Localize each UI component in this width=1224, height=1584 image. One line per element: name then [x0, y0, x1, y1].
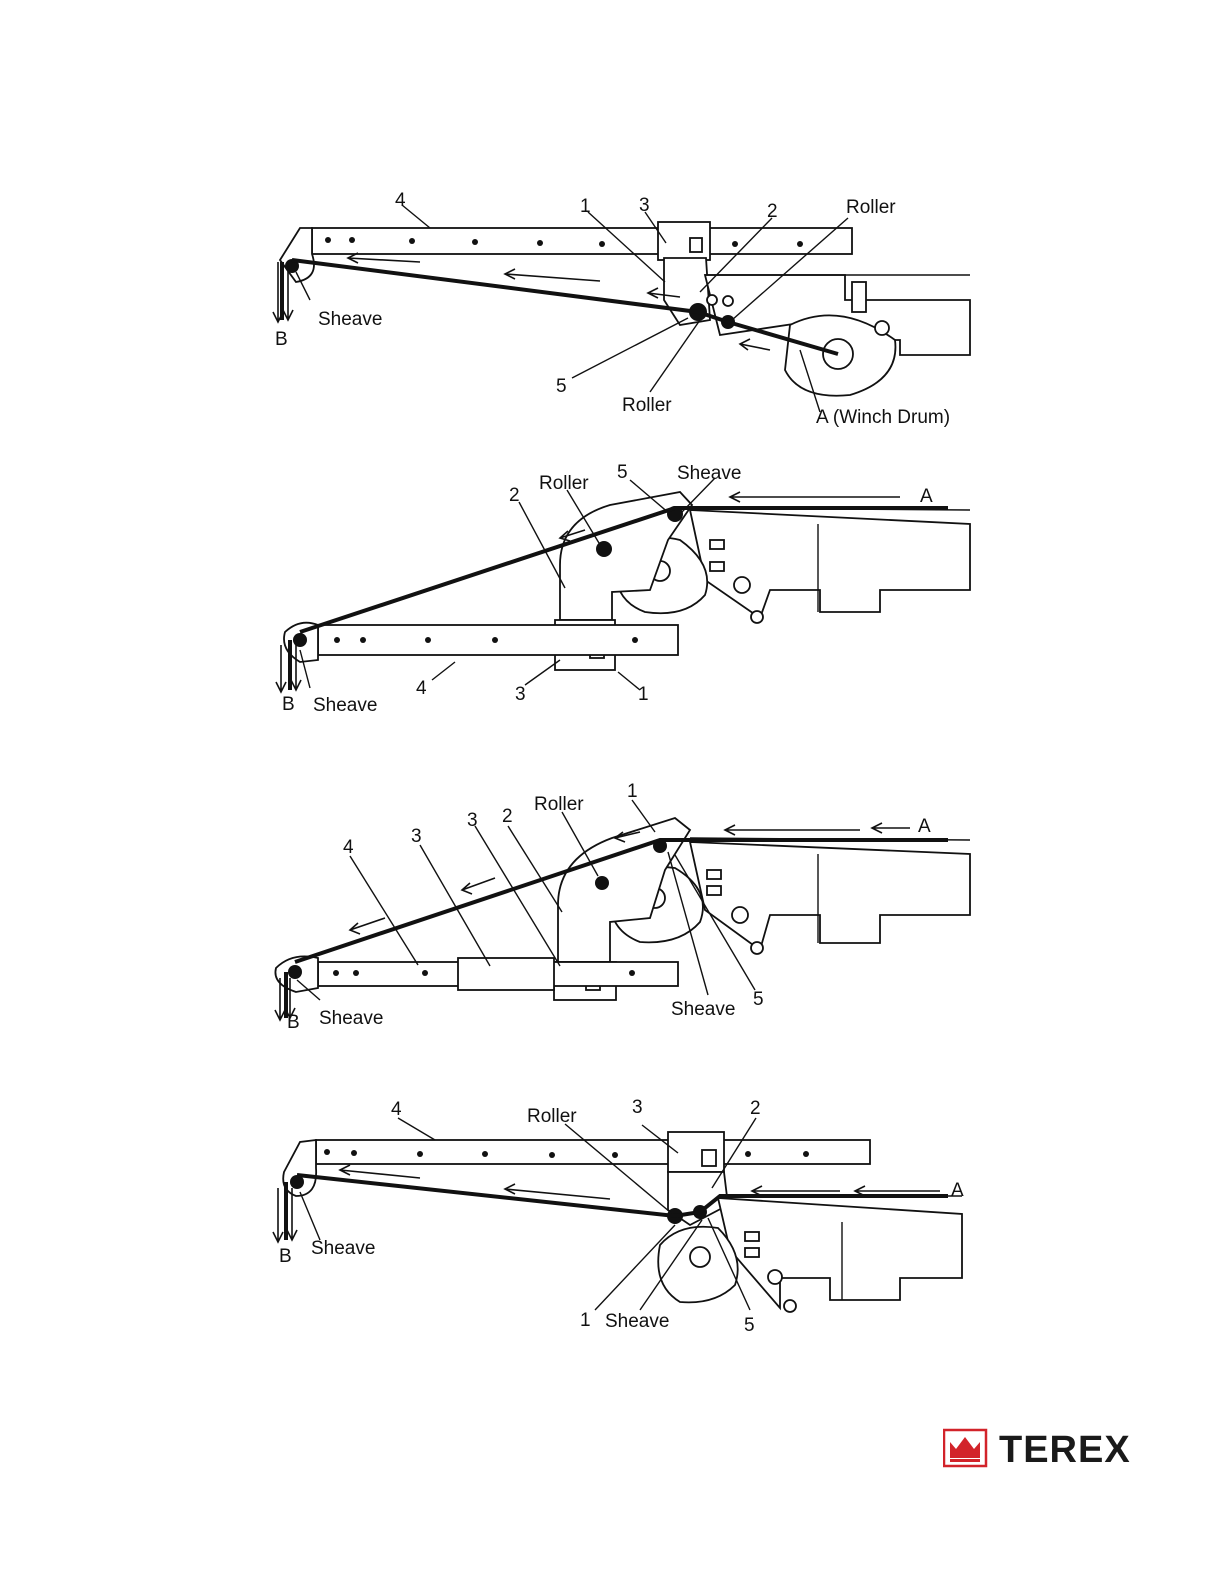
label-a-winch-drum: A (Winch Drum) [816, 407, 950, 428]
label-2: 2 [502, 806, 513, 827]
label-4: 4 [391, 1099, 402, 1120]
label-4: 4 [395, 190, 406, 211]
label-3a: 3 [467, 810, 478, 831]
tip-sheave [293, 633, 307, 647]
figure-1-jib-stowed: 4 1 3 2 Roller Sheave B 5 Roller A (Winc… [273, 190, 970, 428]
label-b: B [282, 694, 295, 715]
label-3: 3 [632, 1097, 643, 1118]
label-3: 3 [515, 684, 526, 705]
jib-extension [312, 228, 852, 254]
crown-icon [950, 1437, 980, 1458]
label-sheave-right: Sheave [671, 999, 735, 1020]
label-roller: Roller [527, 1106, 577, 1127]
label-a: A [918, 816, 931, 837]
label-sheave: Sheave [311, 1238, 375, 1259]
label-1: 1 [580, 1310, 591, 1331]
boom-pin [875, 321, 889, 335]
label-4: 4 [416, 678, 427, 699]
boom-bracket [852, 282, 866, 312]
label-sheave-top: Sheave [677, 463, 741, 484]
label-5: 5 [753, 989, 764, 1010]
label-b: B [279, 1246, 292, 1267]
label-2: 2 [509, 485, 520, 506]
label-sheave-bottom: Sheave [605, 1311, 669, 1332]
label-2: 2 [750, 1098, 761, 1119]
label-a: A [951, 1180, 964, 1201]
label-sheave: Sheave [319, 1008, 383, 1029]
lock-pin-window [690, 238, 702, 252]
label-roller: Roller [539, 473, 589, 494]
label-1: 1 [638, 684, 649, 705]
terex-logo: TEREX [943, 1428, 1168, 1468]
label-b: B [287, 1012, 300, 1033]
label-roller-bottom: Roller [622, 395, 672, 416]
label-5: 5 [617, 462, 628, 483]
roller [596, 541, 612, 557]
label-b: B [275, 329, 288, 350]
figure-4-jib-stowed-alternate: 4 Roller 3 2 A B Sheave 1 Sheave 5 [273, 1097, 964, 1336]
label-sheave: Sheave [318, 309, 382, 330]
label-3: 3 [639, 195, 650, 216]
label-roller-top: Roller [846, 197, 896, 218]
figure-2-jib-swinging: Roller 5 Sheave A 2 B Sheave 4 3 1 [276, 462, 970, 716]
label-a: A [920, 486, 933, 507]
label-2: 2 [767, 201, 778, 222]
label-1: 1 [627, 781, 638, 802]
label-sheave: Sheave [313, 695, 377, 716]
figure-3-jib-extended: Roller 1 A 3 2 4 3 B Sheave Sheave 5 [275, 781, 970, 1033]
label-1: 1 [580, 196, 591, 217]
tip-sheave [288, 965, 302, 979]
boom-head [690, 510, 970, 618]
boom-head [690, 842, 970, 950]
jib-extension-collar [458, 958, 554, 990]
jib-extension [316, 1140, 870, 1164]
label-4: 4 [343, 837, 354, 858]
label-roller: Roller [534, 794, 584, 815]
label-5: 5 [744, 1315, 755, 1336]
roller [595, 876, 609, 890]
logo-wordmark: TEREX [999, 1429, 1131, 1468]
label-3b: 3 [411, 826, 422, 847]
label-5: 5 [556, 376, 567, 397]
